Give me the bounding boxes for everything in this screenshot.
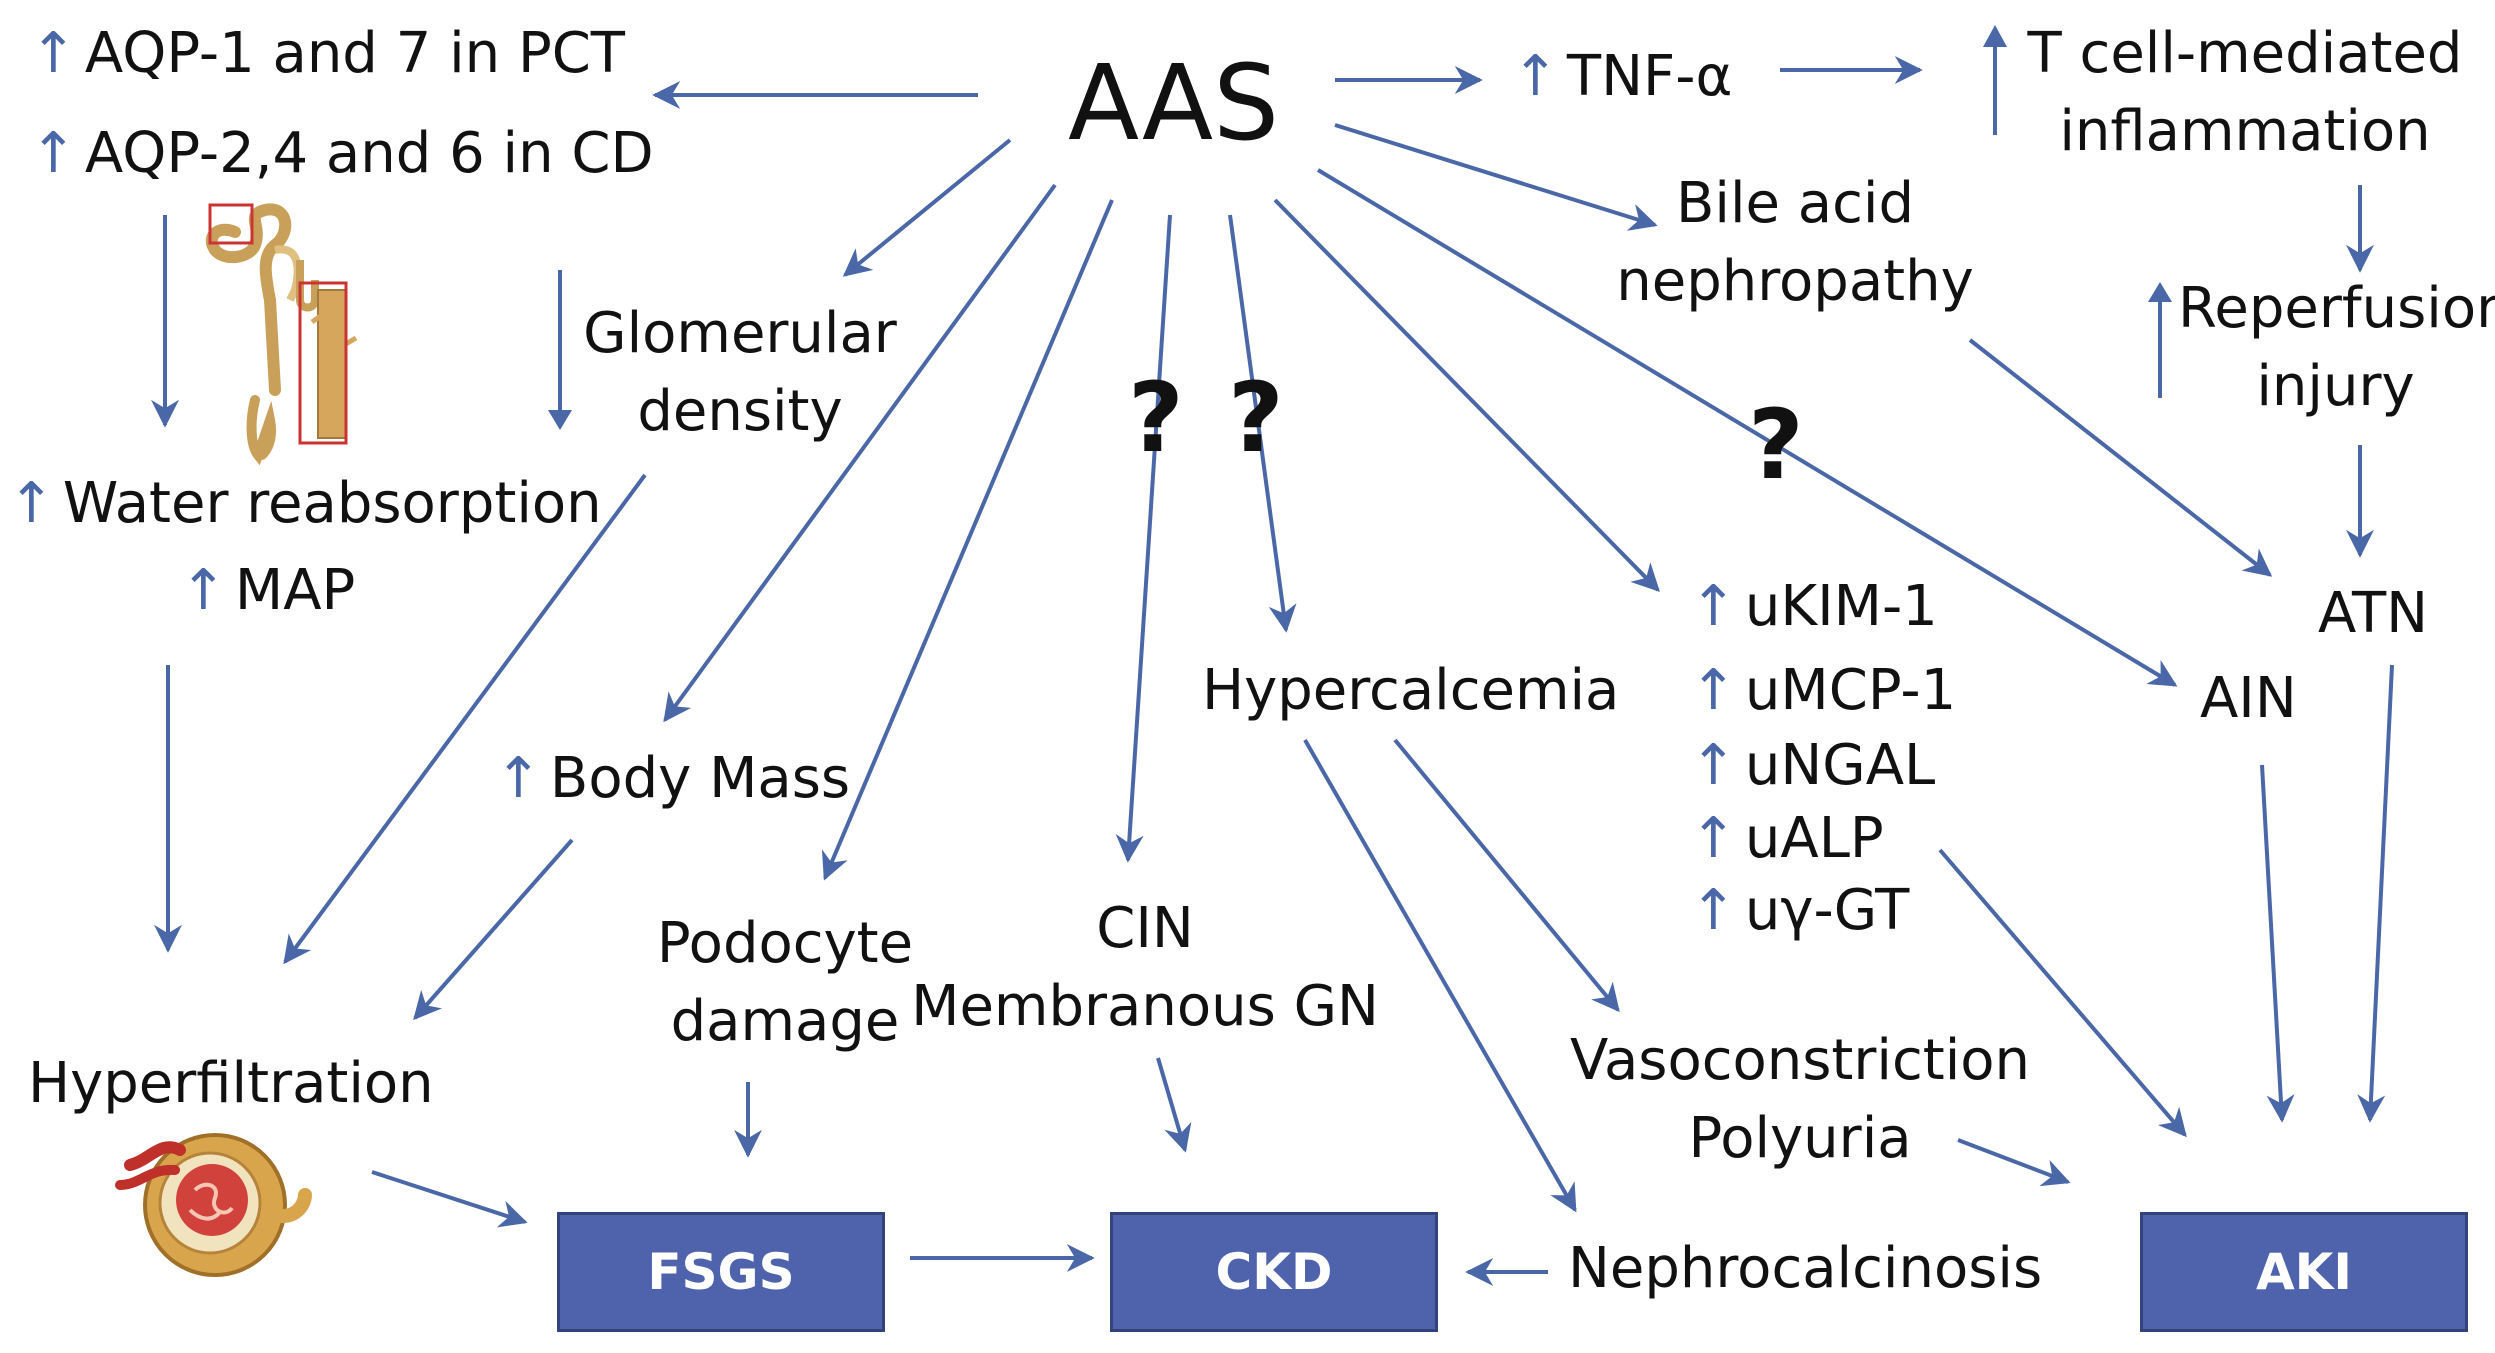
vasoconstriction-polyuria-label: Vasoconstriction Polyuria: [1565, 1022, 2035, 1178]
tcell-up-head: [1983, 25, 2007, 47]
aqp1-text: AQP-1 and 7 in PCT: [84, 21, 626, 86]
inflammation-line: inflammation: [2059, 99, 2431, 164]
water-reabsorption-label: ↑Water reabsorption: [8, 465, 602, 543]
aqp2-label: ↑AQP-2,4 and 6 in CD: [30, 115, 654, 193]
reperfusion-up-head: [2148, 282, 2172, 302]
arrow-biomarkers-to-aki: [1938, 848, 2187, 1138]
arrow-aas-to-cin: [1115, 214, 1172, 863]
uggt-text: uγ-GT: [1744, 878, 1910, 943]
arrow-hyperfiltration-to-fsgs: [371, 1170, 528, 1228]
question-mark-ain: ?: [1748, 389, 1804, 501]
up-arrow-icon: ↑: [1690, 733, 1737, 798]
glomerular-line: Glomerular: [583, 301, 897, 366]
up-arrow-icon: ↑: [30, 21, 77, 86]
up-arrow-icon: ↑: [1690, 806, 1737, 871]
cin-line: CIN: [1096, 896, 1194, 961]
nephron-illustration: [205, 203, 358, 466]
hypercalcemia-label: Hypercalcemia: [1202, 658, 1620, 723]
aki-box: AKI: [2140, 1212, 2468, 1332]
biomarker-ungal: ↑uNGAL: [1690, 727, 1935, 805]
podocyte-line: Podocyte: [656, 911, 914, 976]
polyuria-line: Polyuria: [1688, 1106, 1912, 1171]
arrow-aas-to-podocyte: [821, 199, 1114, 881]
arrow-aas-to-bile: [1334, 123, 1658, 231]
arrow-hypercalcemia-to-nephrocalcinosis: [1303, 739, 1577, 1213]
arrow-bile-to-atn: [1968, 338, 2273, 577]
arrow-body-mass-to-hyperfiltration: [413, 838, 574, 1021]
tcell-inflammation-label: T cell-mediated inflammation: [2020, 15, 2470, 171]
hyperfiltration-label: Hyperfiltration: [28, 1051, 434, 1116]
arrow-atn-to-aki: [2357, 664, 2394, 1123]
aqp1-label: ↑AQP-1 and 7 in PCT: [30, 15, 625, 93]
tnf-text: TNF-α: [1566, 44, 1733, 109]
damage-line: damage: [670, 989, 900, 1054]
injury-line: injury: [2256, 354, 2415, 419]
ckd-box: CKD: [1110, 1212, 1438, 1332]
ain-label: AIN: [2200, 666, 2297, 731]
cin-membranous-label: CIN Membranous GN: [900, 890, 1390, 1046]
up-arrow-icon: ↑: [8, 471, 55, 536]
glomerulus-illustration: [115, 1133, 312, 1277]
biomarker-ualp: ↑uALP: [1690, 800, 1884, 878]
glomerular-down-head: [548, 410, 572, 430]
arrow-ain-to-aki: [2260, 764, 2295, 1123]
arrow-glomerular-to-hyperfiltration: [283, 473, 647, 965]
up-arrow-icon: ↑: [30, 121, 77, 186]
biomarker-umcp1: ↑uMCP-1: [1690, 652, 1956, 730]
up-arrow-icon: ↑: [1690, 658, 1737, 723]
nephrocalcinosis-label: Nephrocalcinosis: [1568, 1236, 2043, 1301]
arrow-vasoconstriction-to-aki: [1957, 1138, 2071, 1187]
body-mass-text: Body Mass: [549, 746, 851, 811]
body-mass-label: ↑Body Mass: [495, 740, 850, 818]
arrow-aas-to-body-mass: [663, 183, 1057, 723]
ukim1-text: uKIM-1: [1744, 574, 1938, 639]
question-mark-hypercalcemia: ?: [1228, 362, 1284, 474]
tnf-label: ↑TNF-α: [1512, 38, 1732, 116]
tcell-line: T cell-mediated: [2027, 21, 2463, 86]
arrow-cin-to-ckd: [1156, 1057, 1192, 1153]
podocyte-damage-label: Podocyte damage: [640, 905, 930, 1061]
reperfusion-injury-label: Reperfusion injury: [2178, 270, 2495, 426]
bile-acid-nephropathy-label: Bile acid nephropathy: [1615, 165, 1975, 321]
membranous-gn-line: Membranous GN: [911, 974, 1379, 1039]
arrow-aas-to-hypercalcemia: [1228, 214, 1297, 633]
map-text: MAP: [234, 558, 356, 623]
up-arrow-icon: ↑: [180, 558, 227, 623]
density-line: density: [637, 379, 843, 444]
ualp-text: uALP: [1744, 806, 1884, 871]
question-mark-cin: ?: [1128, 362, 1184, 474]
up-arrow-icon: ↑: [495, 746, 542, 811]
arrow-hypercalcemia-to-vasoconstriction: [1393, 738, 1620, 1013]
nephropathy-line: nephropathy: [1616, 249, 1974, 314]
umcp1-text: uMCP-1: [1744, 658, 1957, 723]
ungal-text: uNGAL: [1744, 733, 1936, 798]
biomarker-ukim1: ↑uKIM-1: [1690, 568, 1938, 646]
up-arrow-icon: ↑: [1512, 44, 1559, 109]
up-arrow-icon: ↑: [1690, 878, 1737, 943]
glomerular-density-label: Glomerular density: [580, 295, 900, 451]
map-label: ↑MAP: [180, 552, 355, 630]
up-arrow-icon: ↑: [1690, 574, 1737, 639]
vasoconstriction-line: Vasoconstriction: [1569, 1028, 2031, 1093]
arrow-aas-to-ain: [1316, 168, 2178, 687]
fsgs-box: FSGS: [557, 1212, 885, 1332]
arrow-aas-to-biomarkers: [1273, 198, 1660, 592]
reperfusion-line: Reperfusion: [2178, 276, 2495, 341]
arrow-aas-to-glomerular: [842, 138, 1012, 277]
bile-acid-line: Bile acid: [1676, 171, 1914, 236]
water-reabsorption-text: Water reabsorption: [62, 471, 602, 536]
biomarker-uggt: ↑uγ-GT: [1690, 872, 1909, 950]
atn-label: ATN: [2318, 581, 2429, 646]
aqp2-text: AQP-2,4 and 6 in CD: [84, 121, 654, 186]
aas-title: AAS: [1068, 42, 1280, 164]
